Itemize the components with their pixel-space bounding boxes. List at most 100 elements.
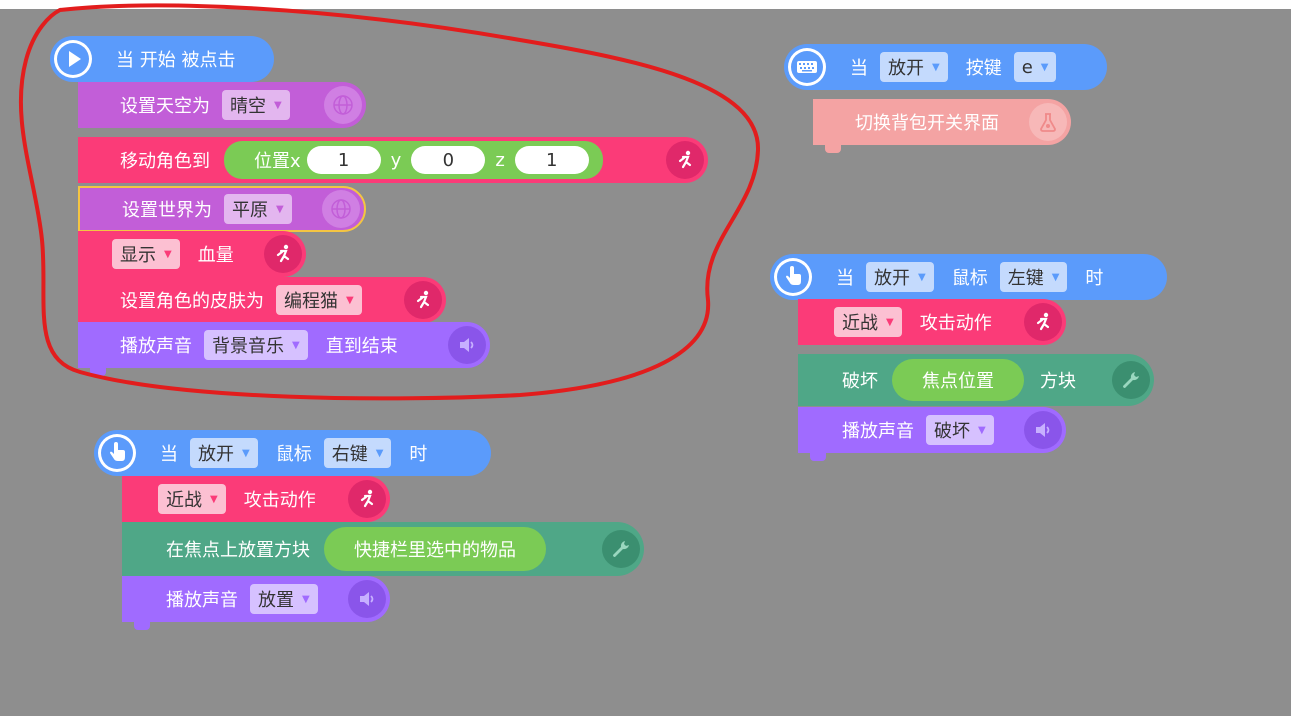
chevron-down-icon: ▼ xyxy=(346,294,354,306)
when-label: 当 xyxy=(850,58,868,79)
mouse-button-dropdown[interactable]: 右键▼ xyxy=(323,438,392,468)
mouse-label: 鼠标 xyxy=(275,444,312,465)
attack-type-dropdown[interactable]: 近战▼ xyxy=(834,307,902,337)
chevron-down-icon: ▼ xyxy=(292,339,300,351)
music-dropdown[interactable]: 背景音乐▼ xyxy=(204,330,308,360)
block-label: 攻击动作 xyxy=(919,313,992,334)
wrench-icon xyxy=(1112,361,1150,399)
block-label: 切换背包开关界面 xyxy=(855,113,999,134)
play-destroy-sound-block[interactable]: 播放声音 破坏▼ xyxy=(798,407,1066,461)
keyboard-icon xyxy=(788,48,826,86)
hotbar-item-reporter[interactable]: 快捷栏里选中的物品 xyxy=(324,527,546,571)
block-label: 移动角色到 xyxy=(120,151,210,172)
mouse-button-dropdown[interactable]: 左键▼ xyxy=(999,262,1068,292)
play-icon xyxy=(54,40,92,78)
block-label: 设置世界为 xyxy=(122,200,212,221)
place-block-block[interactable]: 在焦点上放置方块 快捷栏里选中的物品 xyxy=(122,522,644,576)
chevron-down-icon: ▼ xyxy=(978,424,986,436)
attack-action-block[interactable]: 近战▼ 攻击动作 xyxy=(798,299,1066,345)
wrench-icon xyxy=(602,530,640,568)
when-right-click-released-hat[interactable]: 当 放开▼ 鼠标 右键▼ 时 xyxy=(94,430,491,476)
block-notch xyxy=(810,453,826,461)
position-reporter[interactable]: 位置x 1 y 0 z 1 xyxy=(224,141,603,179)
skin-dropdown[interactable]: 编程猫▼ xyxy=(276,285,362,315)
block-label: 攻击动作 xyxy=(243,490,316,511)
chevron-down-icon: ▼ xyxy=(210,493,218,505)
x-input[interactable]: 1 xyxy=(306,146,381,174)
hat-label: 当 开始 被点击 xyxy=(116,50,236,71)
until-done-label: 直到结束 xyxy=(325,336,398,357)
move-actor-block[interactable]: 移动角色到 位置x 1 y 0 z 1 xyxy=(78,137,708,183)
y-label: y xyxy=(390,149,402,171)
when-key-released-hat[interactable]: 当 放开▼ 按键 e▼ xyxy=(784,44,1107,90)
when-label: 当 xyxy=(836,268,854,289)
z-label: z xyxy=(495,149,505,171)
set-sky-block[interactable]: 设置天空为 晴空▼ xyxy=(78,82,366,128)
runner-icon xyxy=(666,141,704,179)
destroy-block-block[interactable]: 破坏 焦点位置 方块 xyxy=(798,354,1154,406)
time-label: 时 xyxy=(409,444,428,465)
code-workspace[interactable]: 当 开始 被点击 设置天空为 晴空▼ 移动角色到 位置x 1 y 0 z 1 设… xyxy=(0,9,1291,716)
chevron-down-icon: ▼ xyxy=(1040,61,1049,73)
runner-icon xyxy=(404,281,442,319)
block-label: 播放声音 xyxy=(166,590,238,611)
show-health-block[interactable]: 显示▼ 血量 xyxy=(78,231,306,277)
runner-icon xyxy=(1024,303,1062,341)
block-label: 破坏 xyxy=(842,371,878,392)
chevron-down-icon: ▼ xyxy=(274,99,282,111)
z-input[interactable]: 1 xyxy=(514,146,589,174)
set-world-block[interactable]: 设置世界为 平原▼ xyxy=(78,186,366,232)
when-left-click-released-hat[interactable]: 当 放开▼ 鼠标 左键▼ 时 xyxy=(770,254,1167,300)
key-dropdown[interactable]: e▼ xyxy=(1013,52,1057,82)
pointer-hand-icon xyxy=(774,258,812,296)
pointer-hand-icon xyxy=(98,434,136,472)
chevron-down-icon: ▼ xyxy=(164,248,172,260)
block-label: 设置角色的皮肤为 xyxy=(120,291,264,312)
chevron-down-icon: ▼ xyxy=(276,203,284,215)
action-dropdown[interactable]: 放开▼ xyxy=(880,52,948,82)
y-input[interactable]: 0 xyxy=(411,146,486,174)
time-label: 时 xyxy=(1085,268,1104,289)
world-dropdown[interactable]: 平原▼ xyxy=(224,194,292,224)
runner-icon xyxy=(348,480,386,518)
block-label: 播放声音 xyxy=(842,421,914,442)
attack-type-dropdown[interactable]: 近战▼ xyxy=(158,484,226,514)
block-label: 播放声音 xyxy=(120,336,192,357)
globe-icon xyxy=(322,190,360,228)
block-label: 在焦点上放置方块 xyxy=(166,540,310,561)
chevron-down-icon: ▼ xyxy=(918,271,926,283)
speaker-icon xyxy=(348,580,386,618)
show-dropdown[interactable]: 显示▼ xyxy=(112,239,180,269)
block-notch xyxy=(134,622,150,630)
chevron-down-icon: ▼ xyxy=(886,316,894,328)
block-suffix-label: 方块 xyxy=(1040,371,1076,392)
speaker-icon xyxy=(1024,411,1062,449)
speaker-icon xyxy=(448,326,486,364)
runner-icon xyxy=(264,235,302,273)
flask-icon xyxy=(1029,103,1067,141)
attack-action-block[interactable]: 近战▼ 攻击动作 xyxy=(122,476,390,522)
action-dropdown[interactable]: 放开▼ xyxy=(866,262,934,292)
block-notch xyxy=(825,145,841,153)
globe-icon xyxy=(324,86,362,124)
key-label: 按键 xyxy=(965,58,1002,79)
sound-dropdown[interactable]: 破坏▼ xyxy=(926,415,994,445)
chevron-down-icon: ▼ xyxy=(302,593,310,605)
chevron-down-icon: ▼ xyxy=(932,61,940,73)
play-music-block[interactable]: 播放声音 背景音乐▼ 直到结束 xyxy=(78,322,490,376)
set-skin-block[interactable]: 设置角色的皮肤为 编程猫▼ xyxy=(78,277,446,323)
sky-dropdown[interactable]: 晴空▼ xyxy=(222,90,290,120)
block-notch xyxy=(90,368,106,376)
chevron-down-icon: ▼ xyxy=(1051,271,1060,283)
when-label: 当 xyxy=(160,444,178,465)
when-start-clicked-hat[interactable]: 当 开始 被点击 xyxy=(50,36,274,82)
sound-dropdown[interactable]: 放置▼ xyxy=(250,584,318,614)
action-dropdown[interactable]: 放开▼ xyxy=(190,438,258,468)
block-label: 设置天空为 xyxy=(120,96,210,117)
focus-position-reporter[interactable]: 焦点位置 xyxy=(892,359,1024,401)
mouse-label: 鼠标 xyxy=(951,268,988,289)
chevron-down-icon: ▼ xyxy=(375,447,384,459)
play-place-sound-block[interactable]: 播放声音 放置▼ xyxy=(122,576,390,630)
chevron-down-icon: ▼ xyxy=(242,447,250,459)
toggle-backpack-block[interactable]: 切换背包开关界面 xyxy=(813,99,1071,153)
